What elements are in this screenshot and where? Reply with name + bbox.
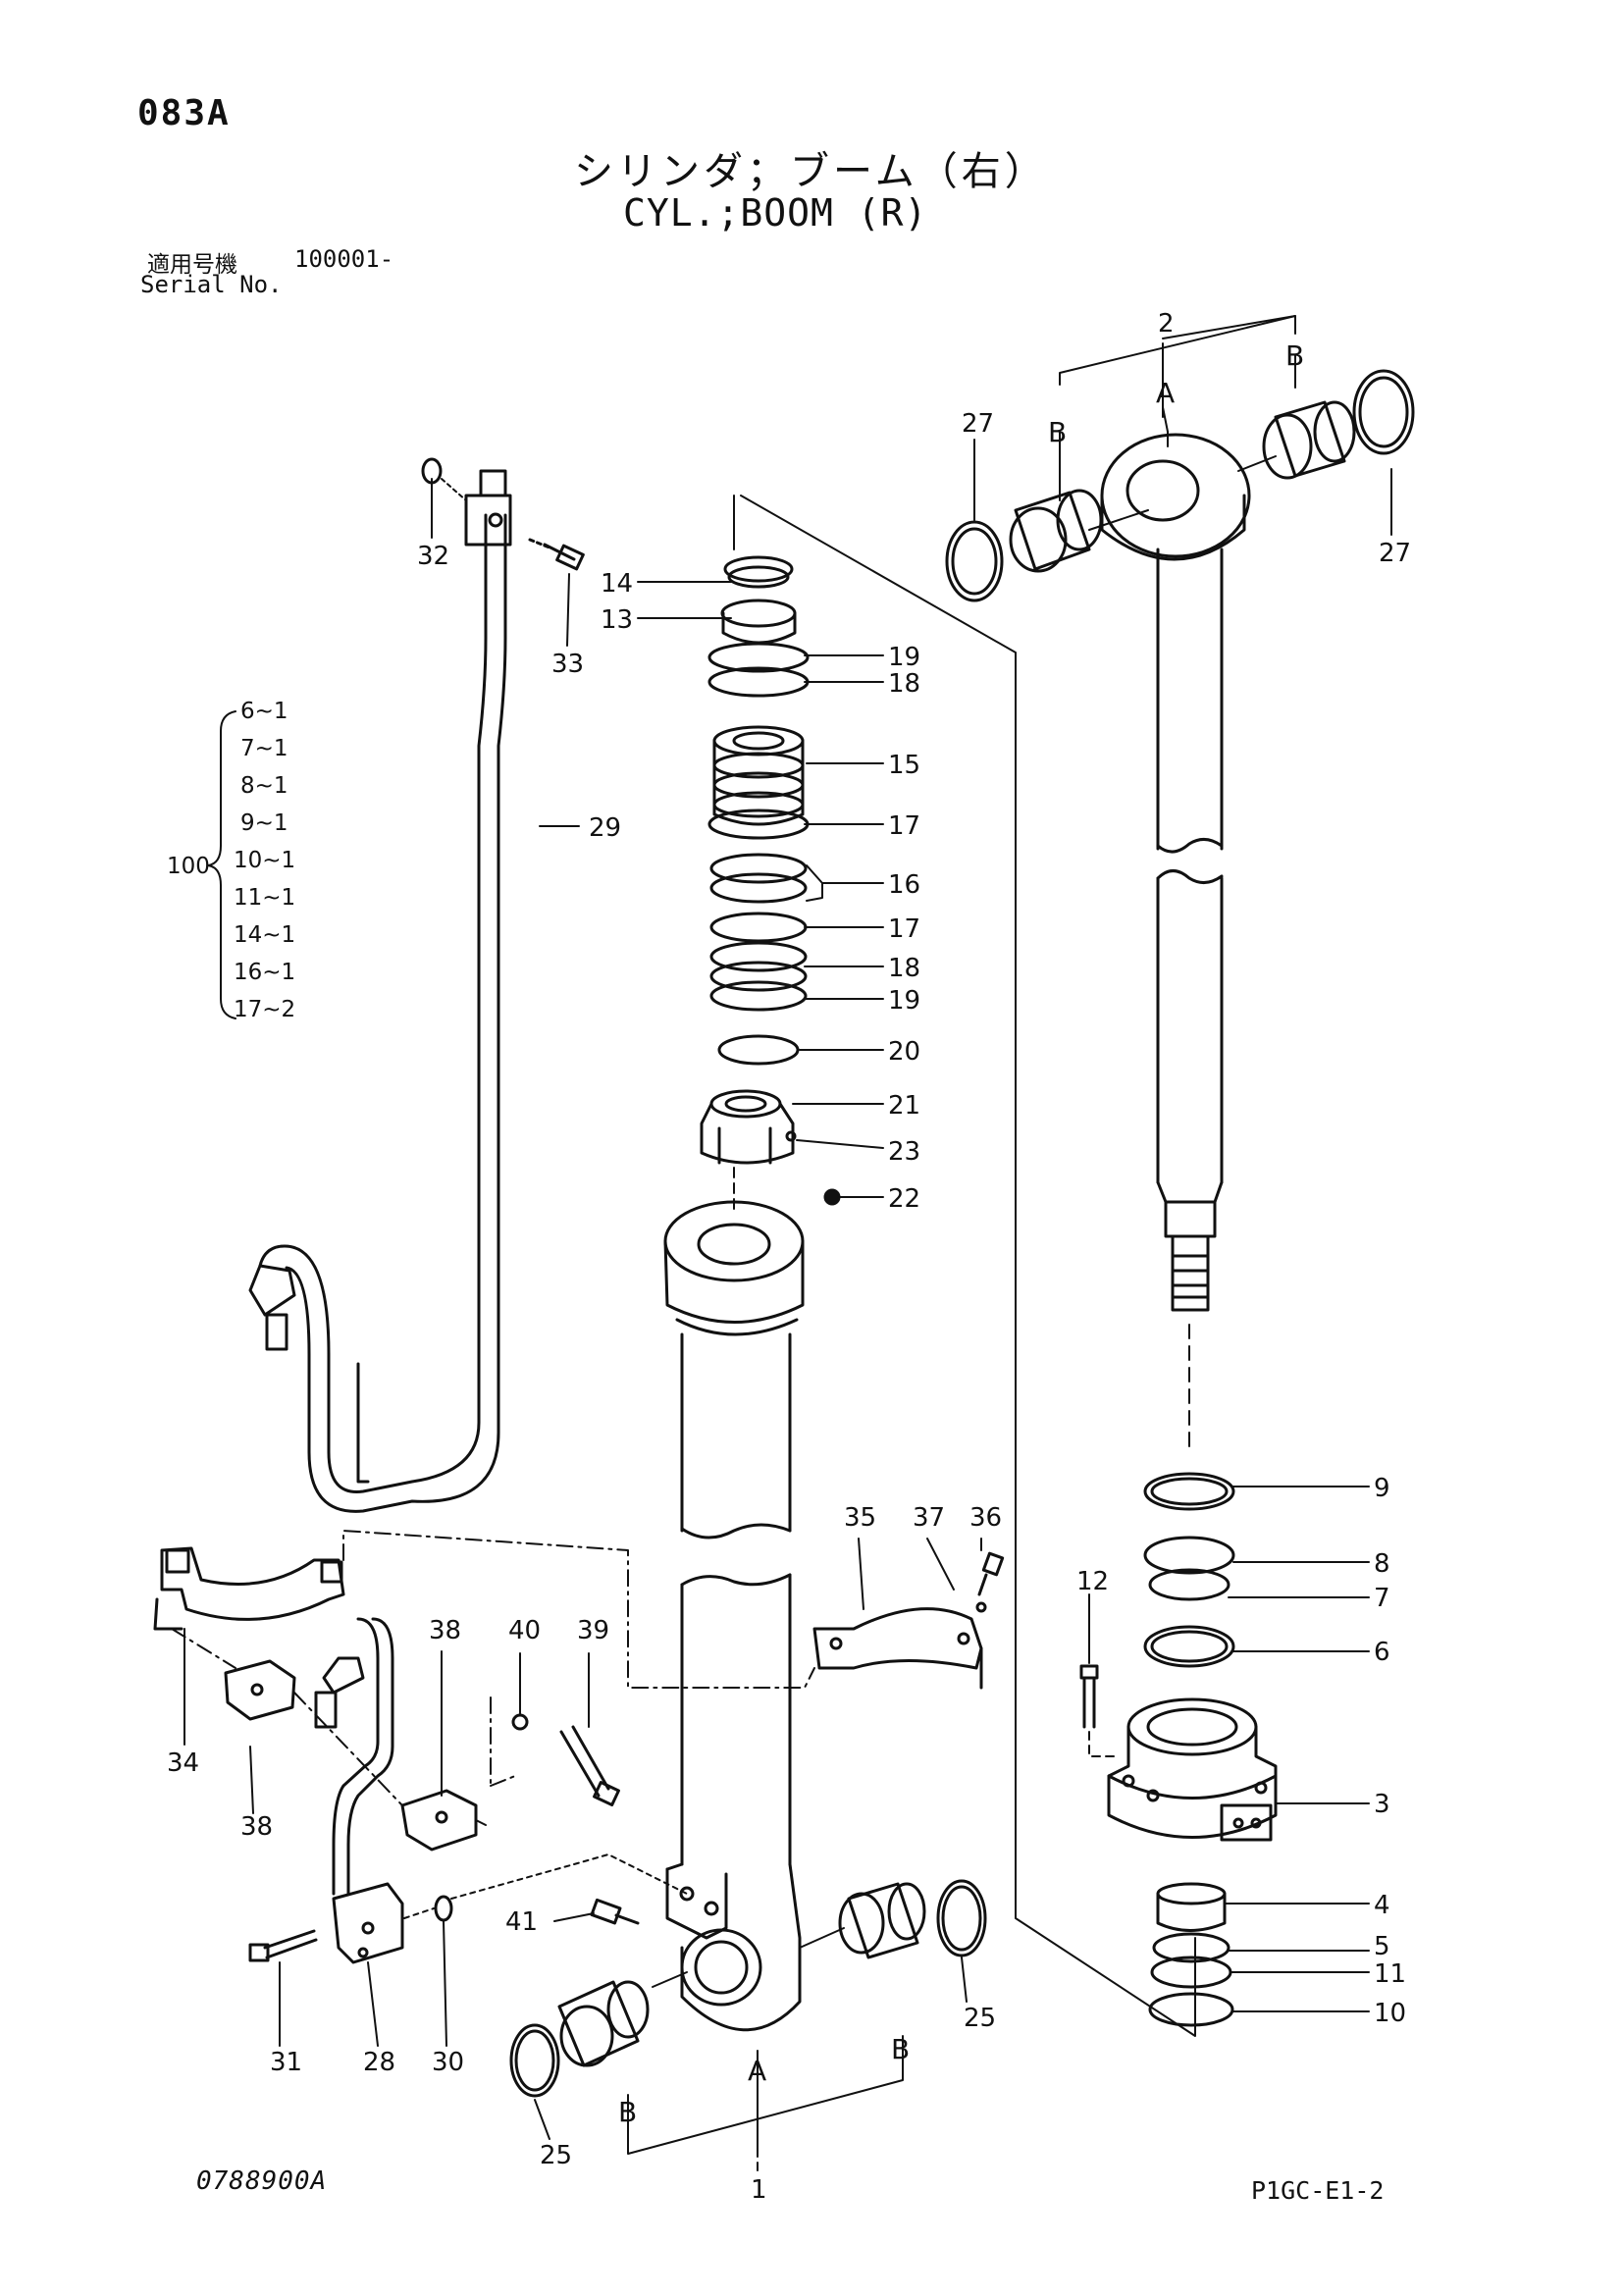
callout-14: 14 [601,569,633,599]
callout-20: 20 [888,1037,920,1067]
callout-23: 23 [888,1137,920,1167]
kit-item: 14~1 [234,922,295,948]
pipe-29 [248,457,585,1513]
callout-41: 41 [505,1907,538,1937]
callout-4: 4 [1374,1891,1390,1920]
callout-3: 3 [1374,1790,1390,1819]
callout-11: 11 [1374,1959,1406,1989]
callout-27b: 27 [1379,539,1411,568]
callout-5: 5 [1374,1932,1390,1961]
callout-34: 34 [167,1748,199,1778]
callout-21: 21 [888,1091,920,1121]
kit-item: 11~1 [234,885,295,911]
seal-27-left [945,520,1004,602]
callout-22: 22 [888,1184,920,1214]
seal-25-right [936,1879,987,1957]
kit-item: 17~2 [234,997,295,1022]
callout-28: 28 [363,2048,395,2077]
callout-19a: 19 [888,643,920,672]
callout-30: 30 [432,2048,464,2077]
callout-18b: 18 [888,954,920,983]
callout-13: 13 [601,605,633,635]
assembly-frame-lines [733,495,1196,2037]
kit-item: 7~1 [240,736,288,761]
callout-38b: 38 [240,1812,273,1842]
bracket-top [1059,315,1296,501]
callout-29: 29 [589,813,621,843]
callout-2: 2 [1158,309,1175,339]
pipe-28 [248,1362,688,1964]
callout-9: 9 [1374,1474,1390,1503]
callout-19b: 19 [888,986,920,1016]
callout-labels: 1 2 3 4 5 6 7 8 9 10 11 12 13 14 15 16 1… [167,309,1411,2205]
serial-number-value: 100001- [294,245,394,273]
rod-bushing-right [1262,400,1356,480]
bracket-bottom [627,2035,904,2174]
callout-6: 6 [1374,1638,1390,1667]
callout-16: 16 [888,870,920,900]
tube-bushing-bottom-right [838,1882,926,1959]
callout-31: 31 [270,2048,302,2077]
sheet-reference: P1GC-E1-2 [1251,2176,1385,2205]
callout-7: 7 [1374,1584,1390,1613]
clamp-34 [153,1546,345,1631]
callout-36: 36 [969,1503,1002,1533]
clamp-38 [224,1659,620,1852]
title-english: CYL.;BOOM (R) [623,191,928,235]
callout-32: 32 [417,542,449,571]
letter-b-top-right: B [1285,339,1304,372]
letter-a-bottom: A [748,2055,766,2087]
callout-12: 12 [1076,1567,1109,1596]
cylinder-tube [663,1200,805,2032]
cylinder-head [1079,1472,1278,2027]
kit-label: 100 [167,854,210,879]
callout-25a: 25 [540,2141,572,2170]
callout-25b: 25 [964,2004,996,2033]
callout-39: 39 [577,1616,609,1645]
callout-38a: 38 [429,1616,461,1645]
seal-27-right-inner [1358,376,1409,448]
callout-35: 35 [844,1503,876,1533]
letter-b-bottom-left: B [618,2096,637,2128]
kit-brace [207,710,236,1019]
callout-17a: 17 [888,811,920,841]
drawing-number: 0788900A [196,2166,328,2196]
tube-bushing-bottom-left [557,1980,650,2067]
kit-list: 100 6~1 7~1 8~1 9~1 10~1 11~1 14~1 16~1 … [167,699,295,1022]
serial-label-english: Serial No. [140,271,283,298]
callout-1: 1 [751,2175,767,2205]
letter-a-top: A [1156,377,1175,409]
letter-b-top-left: B [1048,416,1067,448]
mating-letters: A B B A B B [618,339,1304,2128]
callout-27a: 27 [962,409,994,439]
page-code: 083A [137,93,231,133]
title-japanese: シリンダ；ブーム（右） [574,149,1048,194]
kit-item: 6~1 [240,699,288,724]
callout-17b: 17 [888,914,920,944]
piston-rod [1100,433,1251,1453]
callout-8: 8 [1374,1549,1390,1579]
callout-10: 10 [1374,1999,1406,2028]
rod-bushing-left [1009,489,1103,573]
kit-item: 8~1 [240,773,288,799]
kit-item: 10~1 [234,848,295,873]
serial-label-japanese: 適用号機 [147,252,237,278]
assembly-center-lines [171,1530,815,1826]
callout-18a: 18 [888,669,920,699]
seal-27-right [1352,369,1415,455]
kit-item: 16~1 [234,960,295,985]
callout-15: 15 [888,751,920,780]
seal-27-left-inner [951,527,998,596]
callout-40: 40 [508,1616,541,1645]
clamp-35 [812,1551,1005,1690]
letter-b-bottom-right: B [891,2033,910,2065]
leader-lines [183,439,1392,2140]
callout-33: 33 [551,650,584,679]
callout-37: 37 [913,1503,945,1533]
seal-25-left [509,2023,560,2098]
fitting-41 [590,1898,640,1925]
kit-item: 9~1 [240,810,288,836]
